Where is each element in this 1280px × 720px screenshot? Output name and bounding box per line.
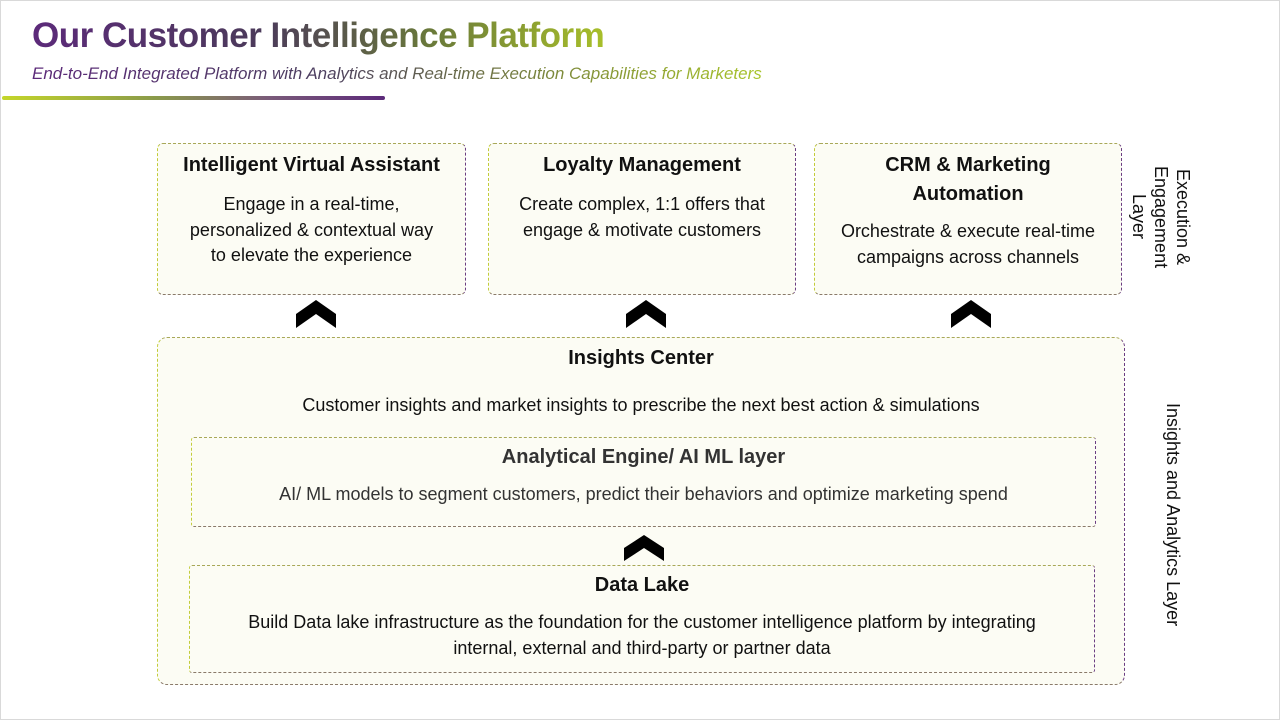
title-line: Automation bbox=[912, 183, 1024, 205]
card-intelligent-virtual-assistant: Intelligent Virtual Assistant Engage in … bbox=[157, 143, 466, 295]
card-description: Create complex, 1:1 offers that engage &… bbox=[489, 192, 795, 243]
data-lake-box: Data Lake Build Data lake infrastructure… bbox=[189, 565, 1095, 673]
desc-line: Engage in a real-time, bbox=[223, 194, 400, 214]
analytical-engine-box: Analytical Engine/ AI ML layer AI/ ML mo… bbox=[191, 437, 1096, 527]
chevron-up-icon bbox=[951, 300, 991, 328]
title-line: CRM & Marketing bbox=[885, 154, 1051, 176]
insights-center-title: Insights Center bbox=[568, 347, 714, 369]
card-description: Engage in a real-time, personalized & co… bbox=[158, 192, 465, 269]
card-title: Intelligent Virtual Assistant bbox=[183, 154, 440, 176]
insights-analytics-layer-label: Insights and Analytics Layer bbox=[1163, 403, 1183, 627]
chevron-up-icon bbox=[624, 535, 664, 561]
label-line: Execution & bbox=[1173, 168, 1193, 266]
card-loyalty-management: Loyalty Management Create complex, 1:1 o… bbox=[488, 143, 796, 295]
desc-line: campaigns across channels bbox=[856, 246, 1080, 267]
analytical-engine-title: Analytical Engine/ AI ML layer bbox=[501, 446, 786, 468]
desc-line: Build Data lake infrastructure as the fo… bbox=[248, 612, 1036, 632]
card-title: Loyalty Management bbox=[543, 154, 741, 176]
desc-line: to elevate the experience bbox=[210, 245, 413, 265]
insights-center-container: Insights Center Customer insights and ma… bbox=[157, 337, 1125, 685]
desc-line: internal, external and third-party or pa… bbox=[453, 637, 831, 658]
card-description: Orchestrate & execute real-time campaign… bbox=[815, 219, 1121, 270]
chevron-up-icon bbox=[296, 300, 336, 328]
page-subtitle: End-to-End Integrated Platform with Anal… bbox=[32, 64, 762, 83]
data-lake-title: Data Lake bbox=[594, 574, 690, 596]
card-crm-marketing-automation: CRM & Marketing Automation Orchestrate &… bbox=[814, 143, 1122, 295]
card-title: CRM & Marketing Automation bbox=[815, 151, 1121, 209]
analytical-engine-description: AI/ ML models to segment customers, pred… bbox=[279, 484, 1008, 504]
data-lake-description: Build Data lake infrastructure as the fo… bbox=[190, 610, 1094, 661]
chevron-up-icon bbox=[626, 300, 666, 328]
execution-engagement-layer-label: Execution & Engagement Layer bbox=[1128, 162, 1194, 272]
page-title: Our Customer Intelligence Platform bbox=[32, 16, 605, 55]
desc-line: personalized & contextual way bbox=[189, 219, 434, 240]
desc-line: Orchestrate & execute real-time bbox=[840, 221, 1096, 241]
insights-center-description: Customer insights and market insights to… bbox=[302, 395, 980, 415]
title-underline bbox=[2, 96, 385, 100]
label-line: Engagement bbox=[1151, 165, 1171, 269]
desc-line: engage & motivate customers bbox=[522, 219, 762, 240]
desc-line: Create complex, 1:1 offers that bbox=[519, 194, 765, 214]
label-line: Layer bbox=[1129, 194, 1149, 240]
